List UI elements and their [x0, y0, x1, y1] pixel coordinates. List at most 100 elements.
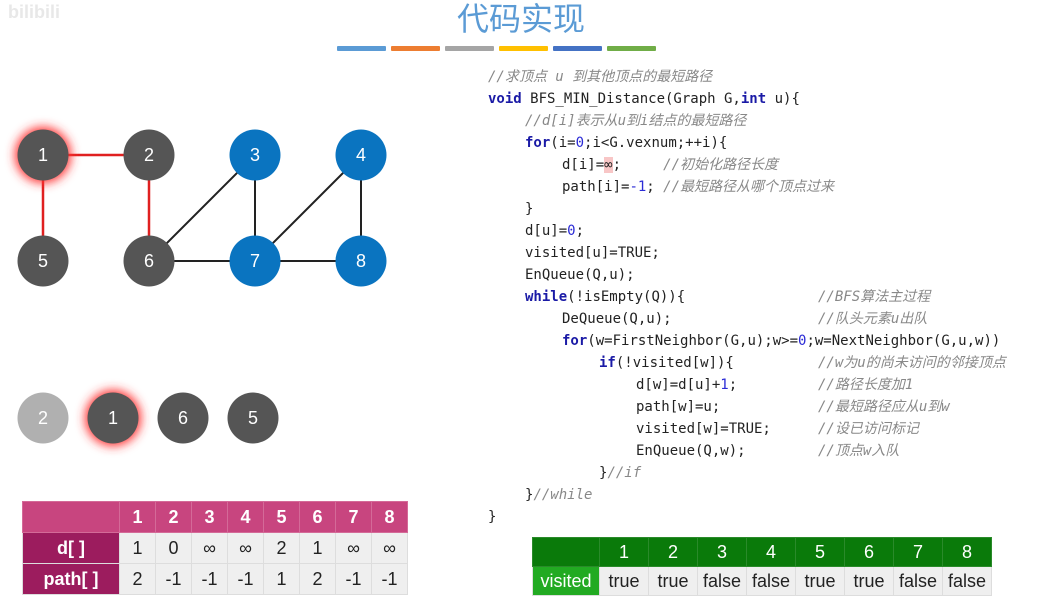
graph-node: 1	[85, 390, 141, 446]
watermark: bilibili	[8, 2, 60, 22]
code-token: visited[u]=TRUE;	[525, 245, 660, 261]
table-cell: false	[697, 566, 747, 596]
code-token: while	[525, 289, 568, 305]
graph-node: 6	[157, 392, 209, 444]
code-line: d[w]=d[u]+1;	[636, 374, 737, 396]
code-token: path[i]=	[562, 179, 630, 195]
page-title: 代码实现	[456, 0, 585, 38]
graph-node: 3	[229, 129, 281, 181]
node-label: 6	[144, 251, 154, 271]
node-label: 5	[248, 408, 258, 428]
code-line: //d[i]表示从u到i结点的最短路径	[525, 110, 746, 132]
header-cell: 5	[795, 537, 845, 567]
table-cell: 1	[263, 563, 300, 595]
code-comment: //BFS算法主过程	[818, 289, 931, 305]
code-line: d[u]=0;	[525, 220, 584, 242]
code-token: (!isEmpty(Q)){	[567, 289, 686, 305]
code-token: ;	[575, 223, 585, 239]
code-line: for(i=0;i<G.vexnum;++i){	[525, 132, 727, 154]
code-comment: //队头元素u出队	[818, 311, 928, 327]
graph-node: 5	[17, 235, 69, 287]
accent-bar	[499, 46, 548, 51]
header-cell: 2	[648, 537, 698, 567]
code-token: }	[599, 465, 608, 481]
code-token: 0	[798, 333, 807, 349]
code-token: ;i<G.vexnum;++i){	[584, 135, 728, 151]
node-label: 8	[356, 251, 366, 271]
accent-bar	[337, 46, 386, 51]
table-cell: 0	[155, 532, 192, 564]
header-cell: 4	[227, 501, 264, 533]
code-token: ;	[646, 179, 664, 195]
code-line: void BFS_MIN_Distance(Graph G,int u){	[488, 88, 800, 110]
table-cell: true	[648, 566, 698, 596]
graph-node: 1	[15, 127, 71, 183]
node-label: 2	[144, 145, 154, 165]
code-token: d[i]=	[562, 157, 605, 173]
code-token: (i=	[550, 135, 576, 151]
code-line: for(w=FirstNeighbor(G,u);w>=0;w=NextNeig…	[562, 330, 1000, 352]
code-token: visited[w]=TRUE;	[636, 421, 771, 437]
code-token: path[w]=u;	[636, 399, 721, 415]
code-line: visited[u]=TRUE;	[525, 242, 660, 264]
code-token: }	[525, 201, 534, 217]
code-token: 0	[567, 223, 576, 239]
code-token: for	[562, 333, 588, 349]
table-cell: 2	[263, 532, 300, 564]
header-cell: 3	[697, 537, 747, 567]
code-line: EnQueue(Q,u);	[525, 264, 635, 286]
header-cell: 6	[299, 501, 336, 533]
code-line: d[i]=∞; //初始化路径长度	[562, 154, 778, 176]
row-label: path[ ]	[22, 563, 120, 595]
accent-bar	[607, 46, 656, 51]
corner-cell	[532, 537, 600, 567]
table-cell: ∞	[191, 532, 228, 564]
graph-node: 7	[229, 235, 281, 287]
table-cell: 2	[299, 563, 336, 595]
code-line: //求顶点 u 到其他顶点的最短路径	[488, 66, 712, 88]
row-label: d[ ]	[22, 532, 120, 564]
code-token: //初始化路径长度	[663, 157, 779, 173]
header-cell: 2	[155, 501, 192, 533]
table-cell: 1	[299, 532, 336, 564]
table-cell: false	[746, 566, 796, 596]
code-token: int	[740, 91, 767, 107]
code-token: 1	[720, 377, 729, 393]
table-cell: -1	[227, 563, 264, 595]
code-line: DeQueue(Q,u);	[562, 308, 672, 330]
accent-bar	[553, 46, 602, 51]
code-line: path[w]=u;	[636, 396, 720, 418]
table-cell: false	[893, 566, 943, 596]
graph-node: 8	[335, 235, 387, 287]
graph-node: 4	[335, 129, 387, 181]
node-label: 6	[178, 408, 188, 428]
table-cell: ∞	[371, 532, 408, 564]
graph-node: 2	[17, 392, 69, 444]
code-token: if	[599, 355, 616, 371]
node-label: 4	[356, 145, 366, 165]
table-cell: -1	[155, 563, 192, 595]
code-token: }	[525, 487, 534, 503]
row-label: visited	[532, 566, 600, 596]
code-token: 0	[575, 135, 585, 151]
node-label: 2	[38, 408, 48, 428]
code-comment: //设已访问标记	[818, 421, 919, 437]
code-token: ;	[728, 377, 738, 393]
code-line: }	[488, 506, 496, 528]
code-token: u){	[766, 91, 800, 107]
code-comment: //路径长度加1	[818, 377, 914, 393]
graph-node: 5	[227, 392, 279, 444]
code-line: path[i]=-1; //最短路径从哪个顶点过来	[562, 176, 834, 198]
accent-bar	[445, 46, 494, 51]
table-cell: true	[599, 566, 649, 596]
code-token: ;w=NextNeighbor(G,u,w))	[806, 333, 1001, 349]
code-token: //最短路径从哪个顶点过来	[663, 179, 835, 195]
table-cell: ∞	[227, 532, 264, 564]
graph-node: 6	[123, 235, 175, 287]
code-comment: //顶点w入队	[818, 443, 900, 459]
code-line: EnQueue(Q,w);	[636, 440, 746, 462]
code-line: }	[525, 198, 533, 220]
